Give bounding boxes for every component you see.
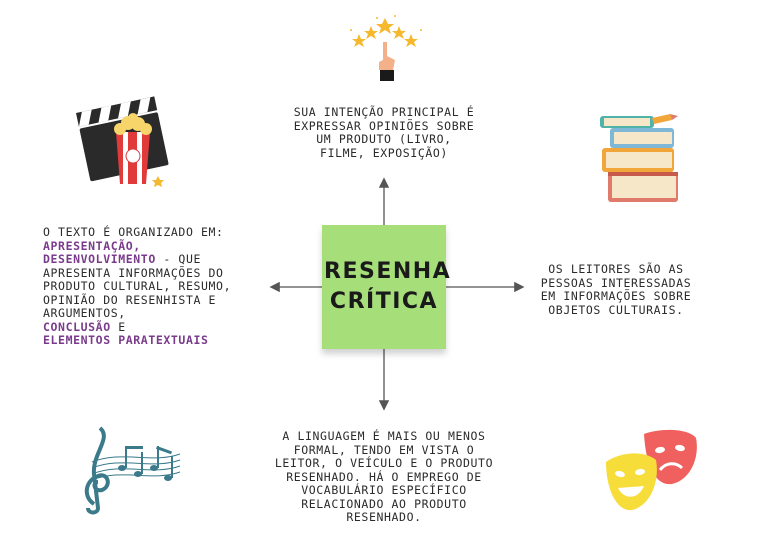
center-title: RESENHA CRÍTICA xyxy=(324,259,452,314)
top-text: SUA INTENÇÃO PRINCIPAL É EXPRESSAR OPINI… xyxy=(293,105,475,160)
desenvolvimento-term: DESENVOLVIMENTO xyxy=(43,252,156,266)
right-text: OS LEITORES SÃO AS PESSOAS INTERESSADAS … xyxy=(540,262,692,317)
conclusao-term: CONCLUSÃO xyxy=(43,319,111,334)
theater-masks-icon xyxy=(606,429,697,511)
music-notes-icon xyxy=(84,426,181,515)
center-sticky-note: RESENHA CRÍTICA xyxy=(322,225,452,349)
bottom-text: A LINGUAGEM É MAIS OU MENOS FORMAL, TEND… xyxy=(274,429,494,524)
book-stack-icon xyxy=(600,114,678,202)
clapperboard-popcorn-icon xyxy=(76,96,169,187)
apresentacao-term: APRESENTAÇÃO, xyxy=(43,238,141,253)
stars-rating-hand-icon xyxy=(350,15,422,81)
left-text: O TEXTO É ORGANIZADO EM: APRESENTAÇÃO, D… xyxy=(43,225,273,348)
elementos-term: ELEMENTOS PARATEXTUAIS xyxy=(43,333,209,347)
